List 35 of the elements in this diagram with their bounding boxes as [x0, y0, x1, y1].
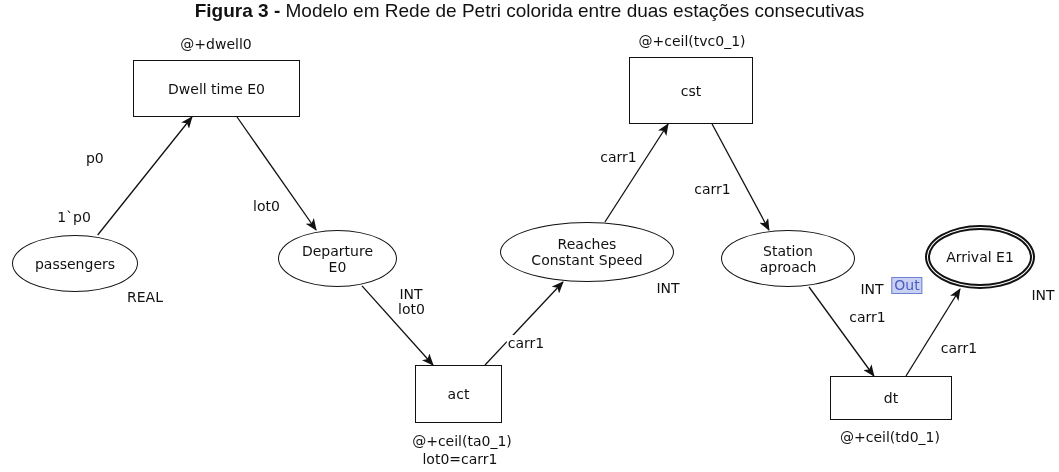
arc-inscription: lot0 — [252, 197, 281, 214]
guard-inscription: lot0=carr1 — [422, 451, 498, 468]
arrow — [484, 281, 564, 366]
time-inscription: @+ceil(ta0_1) — [412, 433, 512, 450]
colour-set-label: REAL — [127, 289, 163, 306]
colour-set-label: INT — [1031, 287, 1055, 304]
time-inscription: @+ceil(td0_1) — [840, 429, 940, 446]
arrow — [711, 123, 770, 231]
arrow — [604, 123, 669, 223]
place-ellipse: passengers — [12, 235, 138, 292]
arc-inscription: carr1 — [693, 181, 732, 197]
arrow — [236, 116, 317, 231]
transition-box: cst — [629, 57, 753, 124]
figure-title: Figura 3 - Modelo em Rede de Petri colorida entre duas estações consecutivas — [193, 0, 866, 22]
arc-inscription: carr1 — [599, 149, 638, 165]
time-inscription: @+ceil(tvc0_1) — [638, 33, 746, 50]
output-place-ellipse: Arrival E1 — [925, 225, 1035, 289]
arc-inscription: carr1 — [506, 334, 546, 351]
initial-marking: 1`p0 — [57, 209, 91, 226]
colour-set-label: INT — [860, 281, 884, 298]
transition-box: dt — [830, 376, 952, 420]
port-tag: Out — [891, 277, 923, 294]
arrow — [905, 288, 961, 377]
place-ellipse: Station aproach — [721, 230, 855, 287]
time-inscription: @+dwell0 — [180, 36, 252, 53]
arrow — [808, 286, 875, 377]
place-ellipse: Reaches Constant Speed — [500, 222, 674, 282]
arrow — [97, 116, 193, 236]
transition-box: act — [415, 365, 502, 423]
colour-set-label: INT — [656, 280, 680, 297]
arc-inscription: p0 — [84, 150, 105, 166]
arrow — [361, 285, 434, 366]
transition-box: Dwell time E0 — [133, 60, 300, 117]
place-ellipse: Departure E0 — [278, 230, 397, 287]
colour-set-label: INT — [399, 286, 423, 303]
